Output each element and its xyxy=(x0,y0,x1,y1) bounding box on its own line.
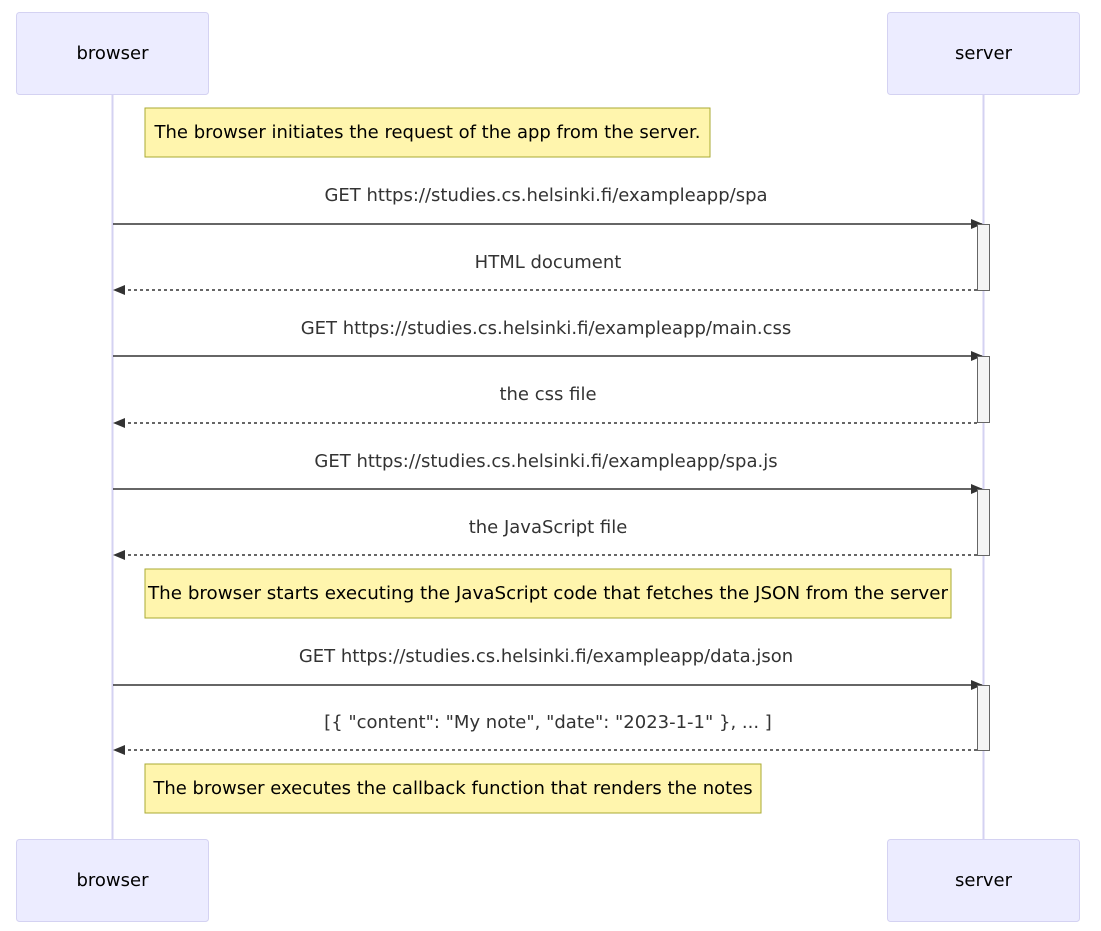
message-8-label: [{ "content": "My note", "date": "2023-1… xyxy=(324,712,772,733)
message-6-label: the JavaScript file xyxy=(469,517,628,538)
note-1-text: The browser initiates the request of the… xyxy=(154,122,701,143)
server-activation-4 xyxy=(977,685,990,751)
message-2-label: HTML document xyxy=(475,252,622,273)
server-activation-1 xyxy=(977,224,990,291)
note-1: The browser initiates the request of the… xyxy=(144,107,711,158)
server-activation-3 xyxy=(977,489,990,556)
actor-label-server: server xyxy=(955,43,1013,64)
message-3-label: GET https://studies.cs.helsinki.fi/examp… xyxy=(301,318,792,339)
actor-label-browser: browser xyxy=(76,43,149,64)
actor-browser-top: browser xyxy=(16,12,209,95)
note-2: The browser starts executing the JavaScr… xyxy=(144,568,952,619)
actor-server-top: server xyxy=(887,12,1080,95)
note-3: The browser executes the callback functi… xyxy=(144,763,762,814)
note-3-text: The browser executes the callback functi… xyxy=(152,778,752,799)
note-2-text: The browser starts executing the JavaScr… xyxy=(147,583,949,604)
actor-label-server: server xyxy=(955,870,1013,891)
actor-label-browser: browser xyxy=(76,870,149,891)
message-7-label: GET https://studies.cs.helsinki.fi/examp… xyxy=(299,646,793,667)
message-4-label: the css file xyxy=(499,384,596,405)
actor-server-bottom: server xyxy=(887,839,1080,922)
message-5-label: GET https://studies.cs.helsinki.fi/examp… xyxy=(314,451,777,472)
message-1-label: GET https://studies.cs.helsinki.fi/examp… xyxy=(324,185,767,206)
server-activation-2 xyxy=(977,356,990,423)
actor-browser-bottom: browser xyxy=(16,839,209,922)
